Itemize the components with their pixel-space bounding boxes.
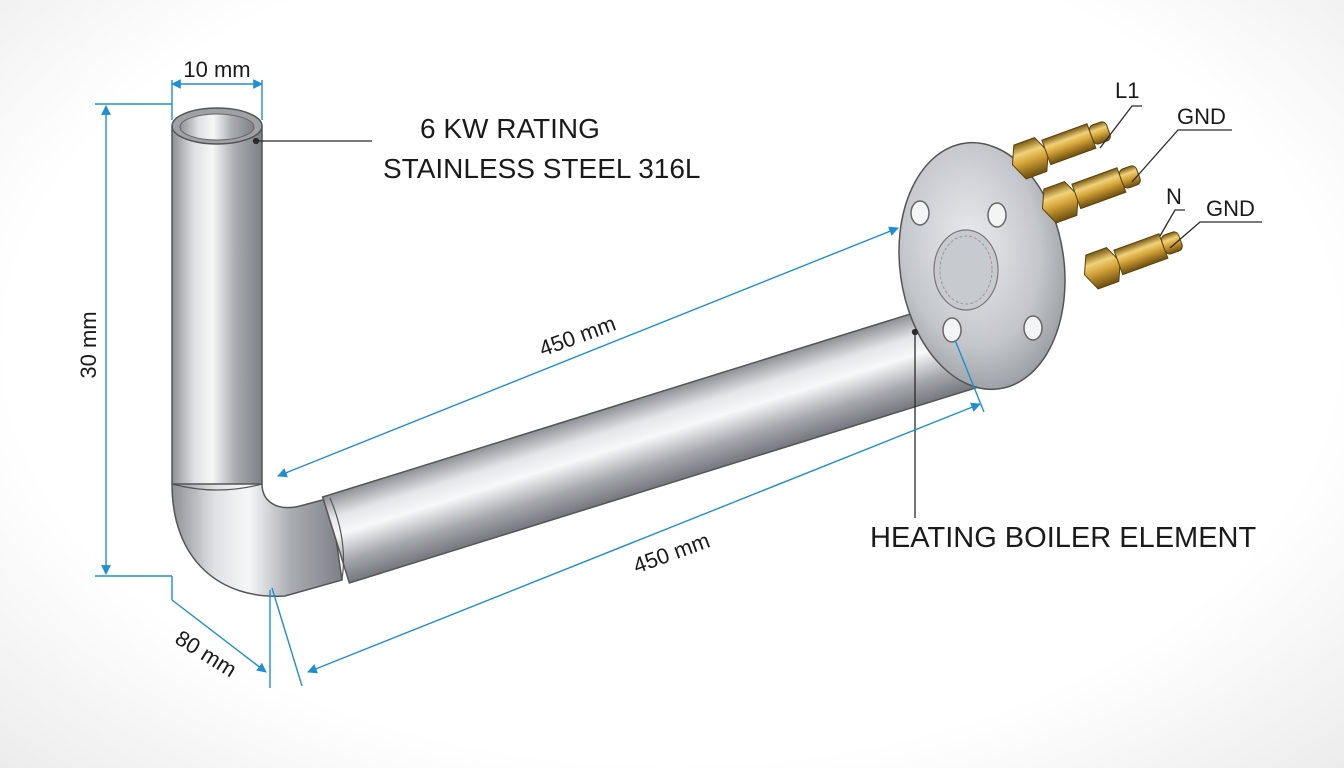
- dim-line-length-lower: [307, 402, 981, 674]
- terminal-gnd-1: [1041, 165, 1141, 224]
- leader-l1: [1099, 105, 1142, 149]
- terminal-label-l1: L1: [1115, 78, 1139, 103]
- leader-gnd-1: [1131, 129, 1232, 183]
- mounting-flange: [898, 141, 1066, 391]
- dim-label-length-upper: 450 mm: [536, 311, 619, 362]
- dim-label-length-lower: 450 mm: [630, 528, 713, 579]
- dim-label-height: 30 mm: [76, 311, 101, 378]
- vertical-tube: [171, 107, 263, 484]
- terminal-label-gnd-1: GND: [1177, 104, 1226, 129]
- leader-gnd-2: [1169, 221, 1262, 249]
- terminal-label-n: N: [1166, 184, 1182, 209]
- dimension-lines: [95, 79, 985, 688]
- terminal-l1: [1011, 121, 1111, 180]
- rating-label: 6 KW RATING: [420, 113, 600, 144]
- material-label: STAINLESS STEEL 316L: [383, 153, 701, 184]
- brass-terminals: [1011, 121, 1183, 290]
- dim-label-bend: 80 mm: [171, 625, 241, 682]
- dim-line-bend: [171, 599, 267, 673]
- terminal-n: [1083, 231, 1183, 290]
- element-name-label: HEATING BOILER ELEMENT: [870, 522, 1256, 554]
- leader-n: [1159, 209, 1185, 237]
- tube-bend: [171, 483, 343, 597]
- dim-label-diameter: 10 mm: [183, 57, 250, 82]
- terminal-label-gnd-2: GND: [1206, 196, 1255, 221]
